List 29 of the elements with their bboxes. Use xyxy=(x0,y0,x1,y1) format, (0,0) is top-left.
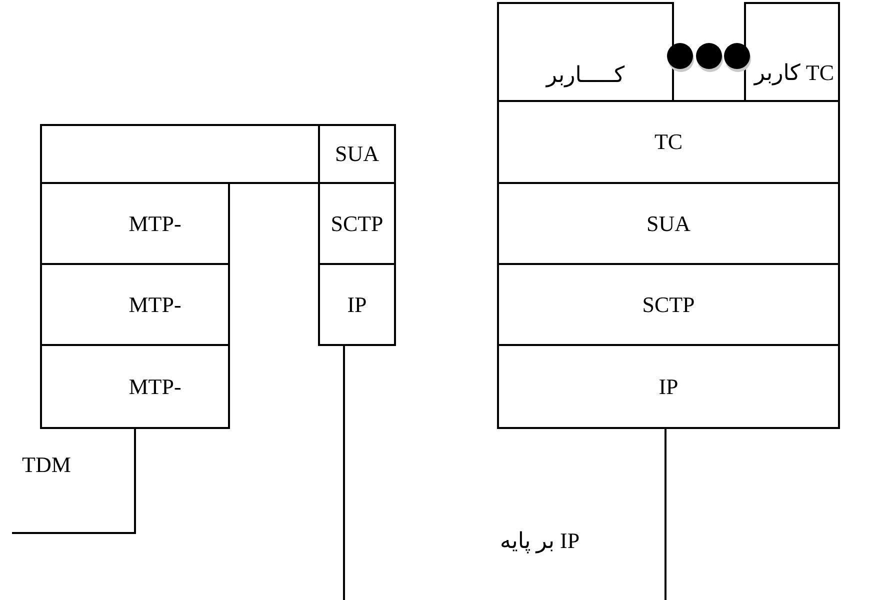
layer-label: SCTP xyxy=(642,292,695,318)
layer-label: SCTP xyxy=(330,210,384,236)
layer-label: کـــــاربر xyxy=(546,62,625,88)
layer-label: SUA xyxy=(334,141,379,167)
layer-box xyxy=(497,263,840,346)
layer-box xyxy=(497,344,840,429)
connector-line xyxy=(343,346,345,600)
layer-box xyxy=(497,2,674,102)
layer-box xyxy=(318,263,396,346)
layer-box xyxy=(497,182,840,265)
network-label: TDM xyxy=(22,452,71,478)
layer-box xyxy=(40,182,230,265)
layer-label: کاربر TC xyxy=(754,60,834,86)
network-label: بر پایه IP xyxy=(500,528,580,554)
layer-box xyxy=(318,182,396,265)
layer-label: TC xyxy=(654,129,683,155)
layer-label: IP xyxy=(347,292,367,318)
layer-box xyxy=(318,124,396,184)
layer-label: IP xyxy=(658,374,678,400)
layer-box xyxy=(40,344,230,429)
layer-box xyxy=(497,100,840,184)
connector-line xyxy=(12,429,136,534)
layer-label: MTP- xyxy=(128,210,182,236)
layer-label: MTP- xyxy=(128,374,182,400)
layer-box xyxy=(40,263,230,346)
connector-line xyxy=(664,429,666,600)
layer-box xyxy=(744,2,840,102)
layer-label: SUA xyxy=(646,210,690,236)
layer-label: MTP- xyxy=(128,292,182,318)
